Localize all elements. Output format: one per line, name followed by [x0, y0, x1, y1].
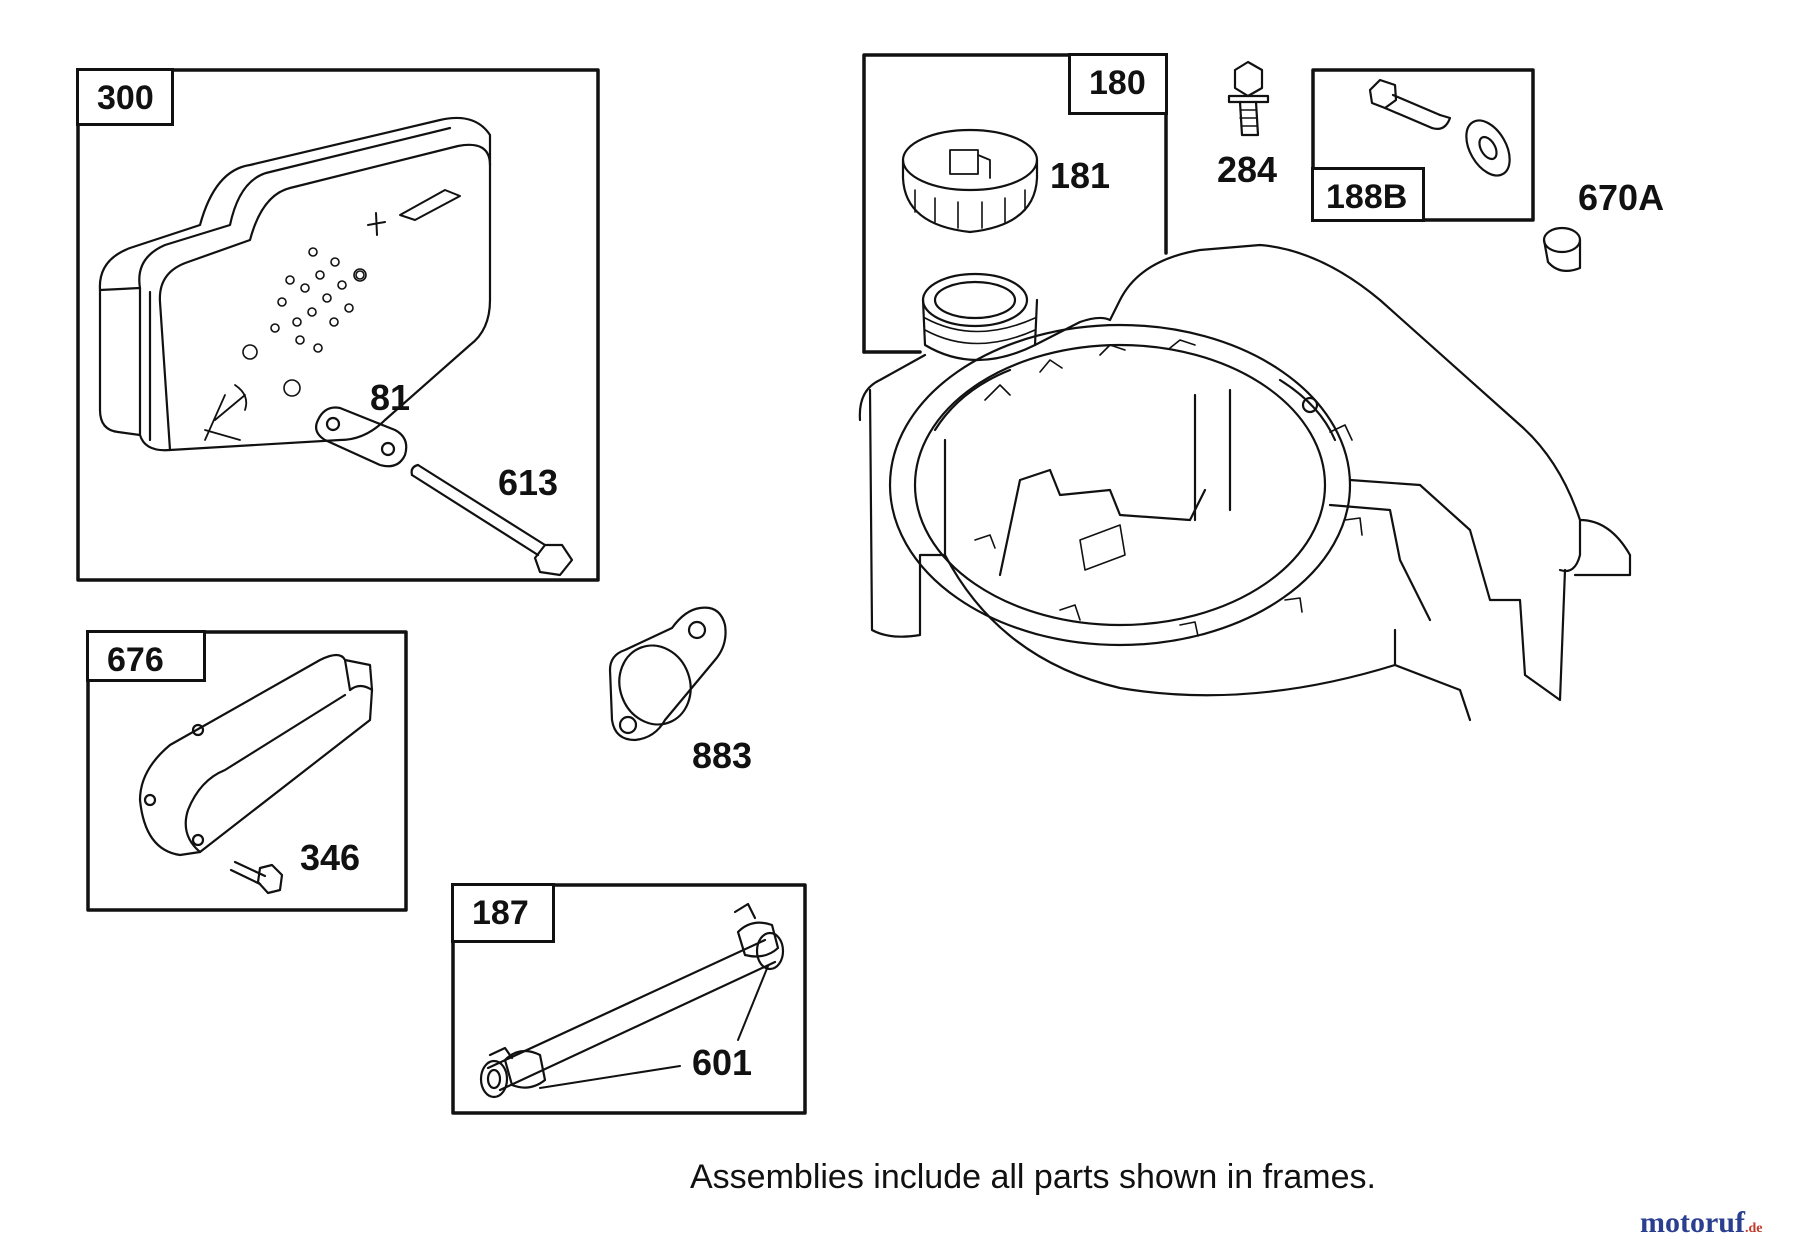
watermark-tld: .de	[1744, 1221, 1763, 1236]
frame-180-box	[862, 53, 1168, 354]
screw-346-drawing	[229, 860, 284, 895]
muffler-drawing	[98, 116, 492, 452]
screw-284-drawing	[1227, 60, 1270, 137]
bolt-613-drawing	[410, 463, 574, 577]
assemblies-note: Assemblies include all parts shown in fr…	[690, 1158, 1376, 1196]
frame-300-box	[76, 68, 600, 582]
part-label-601: 601	[692, 1042, 753, 1083]
part-label-883: 883	[692, 735, 753, 776]
washer-81-drawing	[315, 406, 408, 468]
bushing-670A-drawing	[1542, 226, 1582, 273]
heat-shield-676-drawing	[138, 653, 374, 857]
fuel-line-187-drawing	[479, 902, 785, 1099]
gasket-883-drawing	[608, 606, 727, 742]
frame-187-box	[451, 883, 807, 1115]
bolt-188B-drawing	[1368, 78, 1511, 177]
frame-label-676: 676	[86, 630, 206, 682]
part-label-613: 613	[498, 462, 559, 503]
part-label-81: 81	[370, 377, 411, 418]
part-label-181: 181	[1050, 155, 1111, 196]
watermark-text: motoruf	[1640, 1206, 1745, 1239]
frame-label-187: 187	[451, 883, 555, 943]
blower-housing-drawing	[858, 243, 1632, 722]
part-label-346: 346	[300, 837, 361, 878]
frame-label-188B: 188B	[1311, 167, 1425, 222]
part-label-284: 284	[1217, 149, 1278, 190]
frame-label-180: 180	[1068, 53, 1168, 115]
fuel-cap-181-drawing	[901, 128, 1039, 234]
frame-label-300: 300	[76, 68, 174, 126]
part-label-670A: 670A	[1578, 177, 1665, 218]
frame-676-box	[86, 630, 408, 912]
watermark-logo: motoruf.de	[1640, 1206, 1762, 1240]
